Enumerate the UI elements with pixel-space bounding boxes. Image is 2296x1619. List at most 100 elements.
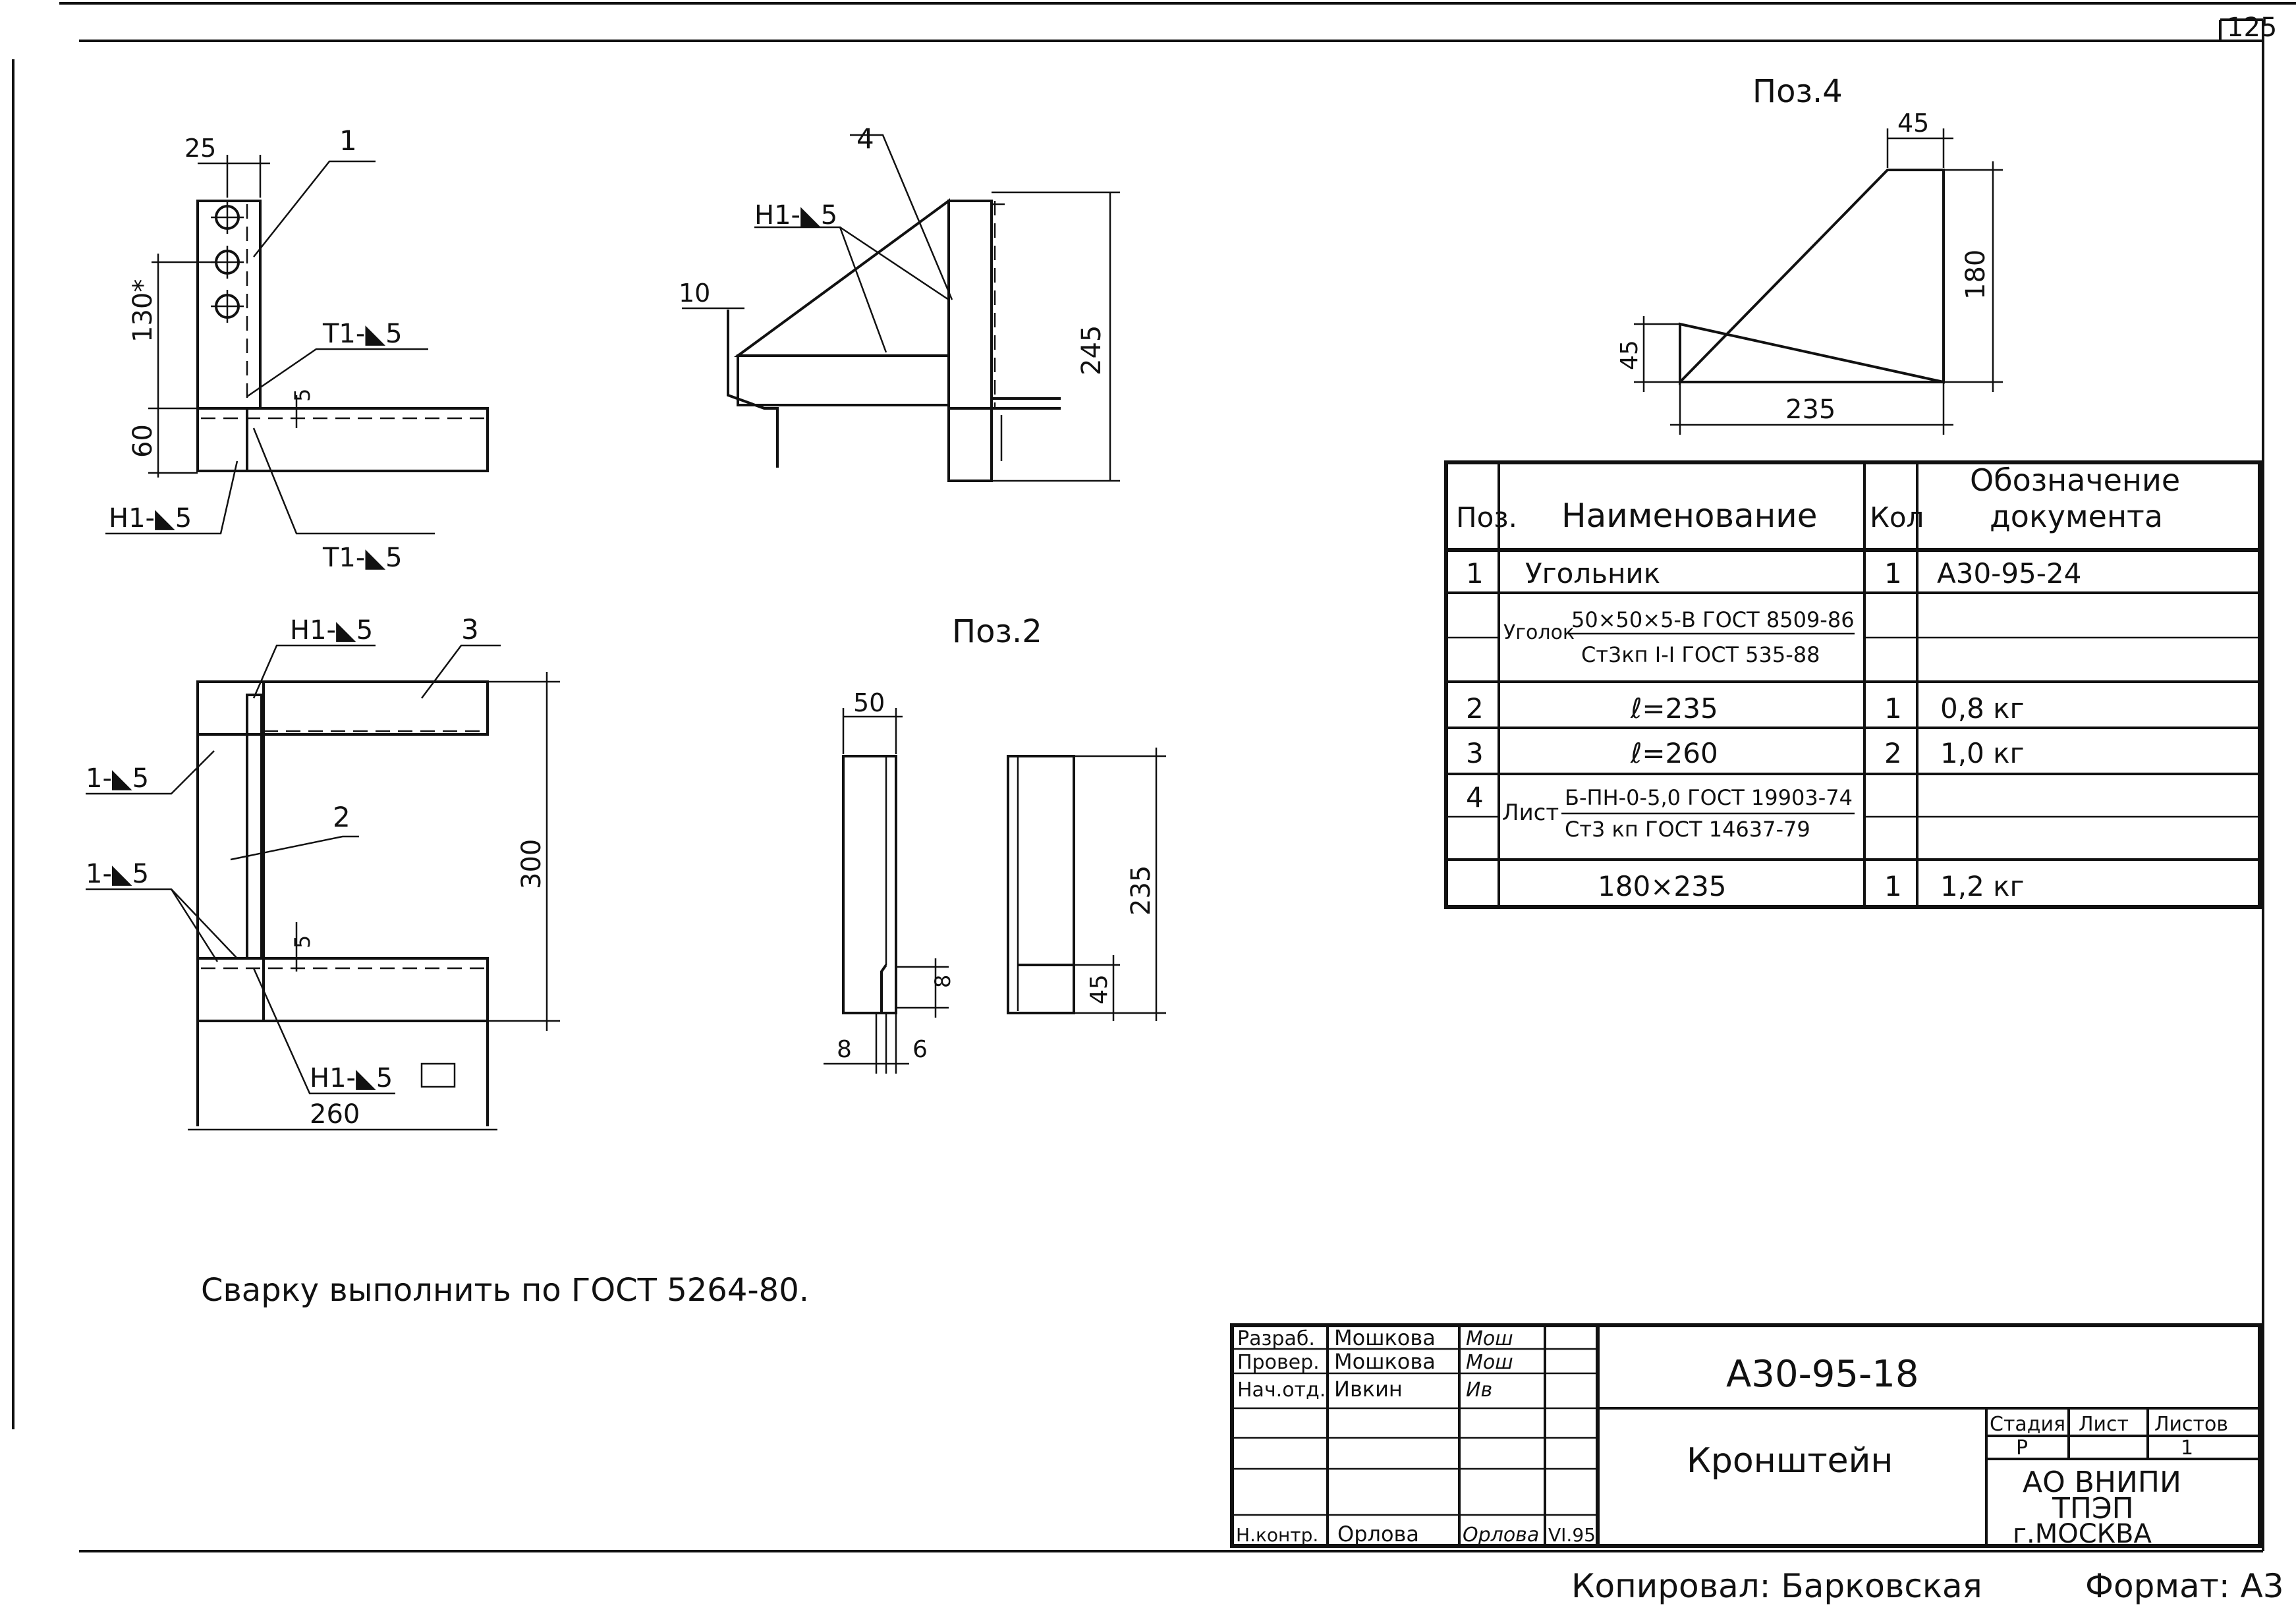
spec-row5-top: Б-ПН-0-5,0 ГОСТ 19903-74 xyxy=(1565,785,1853,810)
org-line-1: АО ВНИПИ xyxy=(2023,1466,2181,1499)
v3-callout-mid: 2 xyxy=(333,801,350,833)
spec-row4-qty: 2 xyxy=(1884,737,1902,769)
spec-header-doc-2: документа xyxy=(1990,499,2163,534)
v3-weld-left-2: 1-◣5 xyxy=(86,859,149,889)
table-row: 2 ℓ=235 1 0,8 кг xyxy=(1466,692,2025,725)
pos4-dim-width: 235 xyxy=(1785,395,1835,425)
v1-weld-top: T1-◣5 xyxy=(322,319,403,349)
pos2-dim-height: 235 xyxy=(1126,865,1156,916)
title-block-grid xyxy=(1230,1323,2262,1548)
spec-row1-qty: 1 xyxy=(1884,557,1902,590)
stage-label: Стадия xyxy=(1990,1413,2065,1436)
v1-dim-bottom: 60 xyxy=(128,424,158,458)
v1-dim-top: 25 xyxy=(184,134,216,163)
v1-weld-left: H1-◣5 xyxy=(109,503,192,534)
spec-row1-name: Угольник xyxy=(1525,557,1660,590)
stage-value: Р xyxy=(2016,1437,2028,1460)
spec-row5-pos: 4 xyxy=(1466,781,1484,813)
v1-callout: 1 xyxy=(339,124,357,157)
v3-dim-height: 300 xyxy=(517,839,547,889)
spec-row6-qty: 1 xyxy=(1884,870,1902,902)
view-pos2 xyxy=(824,708,1166,1074)
spec-row3-name: ℓ=235 xyxy=(1630,692,1718,725)
signer-row: Н.контр. Орлова Орлова VI.95 xyxy=(1236,1522,1596,1547)
v3-callout-top: 3 xyxy=(461,613,479,645)
pos2-title: Поз.2 xyxy=(952,613,1042,650)
org-line-2: ТПЭП xyxy=(2052,1492,2134,1525)
spec-row4-pos: 3 xyxy=(1466,737,1484,769)
v3-weld-top: H1-◣5 xyxy=(290,615,373,645)
pos2-dim-lower: 45 xyxy=(1086,974,1113,1004)
v3-weld-bottom: H1-◣5 xyxy=(310,1063,393,1093)
signer-role: Нач.отд. xyxy=(1237,1379,1326,1402)
signer-name: Мошкова xyxy=(1334,1349,1436,1374)
signer-signature: Мош xyxy=(1466,1327,1513,1350)
signer-date: VI.95 xyxy=(1548,1524,1596,1546)
view-bracket-front xyxy=(86,644,560,1131)
spec-row4-doc: 1,0 кг xyxy=(1940,737,2025,769)
view-pos4 xyxy=(1634,128,2003,435)
spec-row5-prefix: Лист xyxy=(1502,800,1559,826)
spec-header-qty: Кол xyxy=(1870,501,1924,534)
sheet-number: 125 xyxy=(2227,13,2277,43)
spec-row4-name: ℓ=260 xyxy=(1630,737,1718,769)
pos4-dim-top: 45 xyxy=(1897,109,1929,138)
spec-row2-prefix: Уголок xyxy=(1503,621,1575,644)
welding-note: Сварку выполнить по ГОСТ 5264-80. xyxy=(201,1272,809,1309)
v2-dim-height: 245 xyxy=(1077,325,1107,375)
org-line-3: г.МОСКВА xyxy=(2013,1519,2152,1549)
pos4-dim-height: 180 xyxy=(1961,250,1991,300)
spec-row1-doc: А30-95-24 xyxy=(1937,557,2081,590)
spec-row6-name: 180×235 xyxy=(1598,870,1727,902)
spec-row2-top: 50×50×5-В ГОСТ 8509-86 xyxy=(1571,607,1855,632)
sheet-format: Формат: А3 xyxy=(2085,1567,2284,1605)
v2-callout: 4 xyxy=(856,123,874,155)
v1-weld-bottom: T1-◣5 xyxy=(322,543,403,573)
spec-header-doc-1: Обозначение xyxy=(1970,462,2180,498)
copied-by: Копировал: Барковская xyxy=(1571,1567,1982,1605)
view-angle-detail xyxy=(105,155,489,535)
signer-role: Н.контр. xyxy=(1236,1524,1318,1546)
signer-name: Ивкин xyxy=(1334,1377,1403,1402)
signer-row: Разраб. Мошкова Мош xyxy=(1237,1325,1513,1350)
signer-row: Нач.отд. Ивкин Ив xyxy=(1237,1377,1492,1402)
pos2-dim-b2: 6 xyxy=(912,1036,928,1063)
sheets-label: Листов xyxy=(2154,1413,2228,1436)
spec-row6-doc: 1,2 кг xyxy=(1940,870,2025,902)
sheet-frame xyxy=(12,2,2296,1552)
signer-signature: Орлова xyxy=(1463,1523,1539,1547)
spec-header-name: Наименование xyxy=(1561,497,1818,535)
sheet-label: Лист xyxy=(2079,1413,2129,1436)
table-row: 3 ℓ=260 2 1,0 кг xyxy=(1466,737,2025,769)
v3-dim-gap: 5 xyxy=(290,935,315,948)
spec-header-pos: Поз. xyxy=(1456,501,1517,534)
signer-row: Провер. Мошкова Мош xyxy=(1237,1349,1513,1374)
table-row: Уголок 50×50×5-В ГОСТ 8509-86 Ст3кп I-I … xyxy=(1503,607,1855,667)
v1-dim-gap: 5 xyxy=(290,389,315,402)
signer-signature: Ив xyxy=(1466,1379,1492,1402)
v2-weld: H1-◣5 xyxy=(754,200,837,231)
signer-role: Провер. xyxy=(1237,1351,1320,1374)
signer-role: Разраб. xyxy=(1237,1327,1315,1350)
pos2-dim-width: 50 xyxy=(853,688,885,717)
spec-row3-doc: 0,8 кг xyxy=(1940,692,2025,725)
spec-table-grid xyxy=(1444,460,2262,909)
pos4-dim-left: 45 xyxy=(1616,340,1643,370)
table-row: 1 Угольник 1 А30-95-24 xyxy=(1466,557,2081,590)
signer-name: Орлова xyxy=(1337,1522,1419,1547)
table-row: 4 Лист Б-ПН-0-5,0 ГОСТ 19903-74 Ст3 кп Г… xyxy=(1466,781,1853,842)
document-code: А30-95-18 xyxy=(1726,1353,1919,1396)
view-bracket-side xyxy=(682,134,1120,482)
spec-row1-pos: 1 xyxy=(1466,557,1484,590)
v3-weld-left-1: 1-◣5 xyxy=(86,763,149,794)
spec-row2-bottom: Ст3кп I-I ГОСТ 535-88 xyxy=(1581,642,1820,667)
signer-signature: Мош xyxy=(1466,1351,1513,1374)
spec-row3-qty: 1 xyxy=(1884,692,1902,725)
signer-name: Мошкова xyxy=(1334,1325,1436,1350)
spec-row3-pos: 2 xyxy=(1466,692,1484,725)
v1-dim-height: 130* xyxy=(128,279,158,343)
pos2-dim-notch: 8 xyxy=(930,975,955,988)
table-row: 180×235 1 1,2 кг xyxy=(1598,870,2025,902)
pos2-dim-b1: 8 xyxy=(837,1036,852,1063)
sheet-value: 1 xyxy=(2181,1437,2193,1460)
